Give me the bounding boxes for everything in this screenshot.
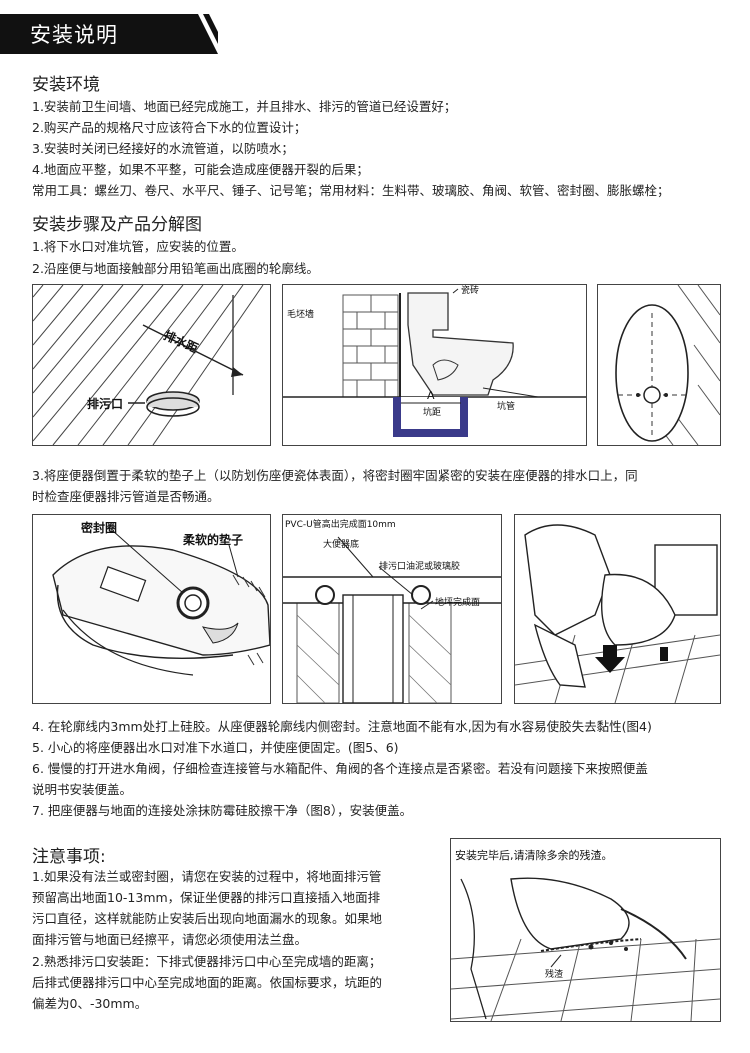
- clean-note-label: 安装完毕后,请清除多余的残渣。: [455, 847, 613, 863]
- env-tools-line: 常用工具：螺丝刀、卷尺、水平尺、锤子、记号笔；常用材料：生料带、玻璃胶、角阀、软…: [32, 183, 670, 198]
- env-line-3: 3.安装时关闭已经接好的水流管道，以防喷水；: [32, 141, 294, 156]
- notes-heading: 注意事项:: [32, 847, 106, 867]
- residue-label: 残渣: [545, 970, 564, 980]
- figure-pit-distance: 毛坯墙 瓷砖 A 坑距 坑管: [282, 284, 587, 446]
- env-line-2: 2.购买产品的规格尺寸应该符合下水的位置设计；: [32, 120, 307, 135]
- placing-toilet-illustration: [515, 524, 720, 703]
- toilet-bottom-label: 大便器底: [323, 540, 360, 550]
- wall-label: 毛坯墙: [287, 310, 315, 320]
- step-6-line-1: 6. 慢慢的打开进水角阀，仔细检查连接管与水箱配件、角阀的各个连接点是否紧密。若…: [32, 761, 648, 776]
- sewage-outlet-label: 排污口: [87, 397, 124, 411]
- pit-pipe-label: 坑管: [497, 402, 516, 412]
- steps-heading: 安装步骤及产品分解图: [32, 215, 202, 235]
- note-1-line-2: 预留高出地面10-13mm，保证坐便器的排污口直接插入地面排: [32, 890, 381, 905]
- seal-ring-illustration: [52, 530, 270, 676]
- seal-ring-label: 密封圈: [81, 521, 118, 535]
- env-line-4: 4.地面应平整，如果不平整，可能会造成座便器开裂的后果；: [32, 162, 369, 177]
- env-line-1: 1.安装前卫生间墙、地面已经完成施工，并且排水、排污的管道已经设置好；: [32, 99, 457, 114]
- step-1: 1.将下水口对准坑管，应安装的位置。: [32, 239, 244, 254]
- note-2-line-2: 后排式便器排污口中心至完成地面的距离。依国标要求，坑距的: [32, 975, 383, 990]
- figure-pvc-section: PVC-U管高出完成面10mm 大便器底 排污口油泥或玻璃胶 地坪完成面: [282, 514, 502, 704]
- floor-finish-label: 地坪完成面: [435, 598, 481, 608]
- step-3-line-2: 时检查座便器排污管道是否畅通。: [32, 489, 220, 504]
- a-mark-label: A: [427, 389, 435, 402]
- soft-mat-label: 柔软的垫子: [183, 533, 244, 547]
- env-heading: 安装环境: [32, 75, 100, 95]
- note-1-line-3: 污口直径，这样就能防止安装后出现向地面漏水的现象。如果地: [32, 911, 383, 926]
- step-6-line-2: 说明书安装便盖。: [32, 782, 133, 797]
- wall-section-illustration: [283, 288, 586, 437]
- figure-seal-ring: 密封圈 柔软的垫子: [32, 514, 271, 704]
- figure-placing-toilet: [514, 514, 721, 704]
- note-2-line-1: 2.熟悉排污口安装距：下排式便器排污口中心至完成墙的距离；: [32, 954, 382, 969]
- outline-illustration: [615, 285, 720, 445]
- drain-illustration: [33, 285, 264, 445]
- note-2-line-3: 偏差为0、-30mm。: [32, 996, 148, 1011]
- note-1-line-4: 面排污管与地面已经擦平，请您必须使用法兰盘。: [32, 932, 308, 947]
- pvc-note-label: PVC-U管高出完成面10mm: [285, 520, 396, 530]
- page-title: 安装说明: [30, 23, 118, 47]
- figure-drain-distance: 排水距 排污口: [32, 284, 271, 446]
- figure-outline: [597, 284, 721, 446]
- tile-label: 瓷砖: [461, 286, 480, 296]
- title-banner: [0, 14, 218, 54]
- pit-distance-label: 坑距: [423, 408, 442, 418]
- step-2: 2.沿座便与地面接触部分用铅笔画出底圈的轮廓线。: [32, 261, 319, 276]
- clean-residue-illustration: [451, 877, 720, 1021]
- note-1-line-1: 1.如果没有法兰或密封圈，请您在安装的过程中，将地面排污管: [32, 869, 382, 884]
- step-3-line-1: 3.将座便器倒置于柔软的垫子上（以防划伤座便瓷体表面），将密封圈牢固紧密的安装在…: [32, 468, 638, 483]
- step-5: 5. 小心的将座便器出水口对准下水道口，并使座便固定。(图5、6): [32, 740, 399, 755]
- step-4: 4. 在轮廓线内3mm处打上硅胶。从座便器轮廓线内侧密封。注意地面不能有水,因为…: [32, 719, 652, 734]
- figure-clean-residue: 安装完毕后,请清除多余的残渣。 残渣: [450, 838, 721, 1022]
- putty-note-label: 排污口油泥或玻璃胶: [379, 562, 461, 572]
- pvc-section-illustration: [283, 536, 501, 703]
- step-7: 7. 把座便器与地面的连接处涂抹防霉硅胶擦干净（图8），安装便盖。: [32, 803, 413, 818]
